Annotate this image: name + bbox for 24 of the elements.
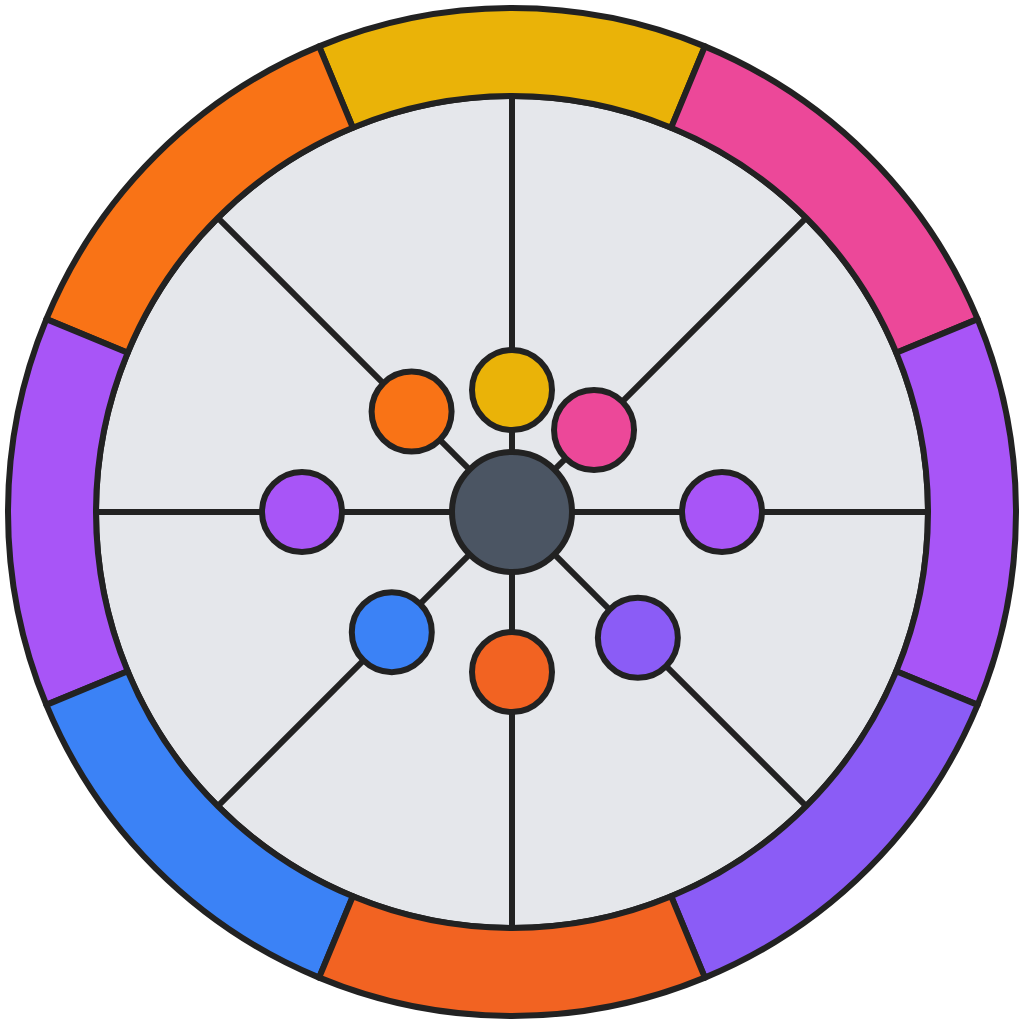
- spoke-line: [215, 215, 386, 386]
- ring-segment: [316, 5, 708, 131]
- spoke-line: [664, 664, 809, 809]
- spoke-line: [215, 658, 366, 809]
- ring-segment: [43, 43, 356, 356]
- spoke-line: [417, 552, 472, 607]
- spoke-line: [96, 509, 262, 515]
- spoke-line: [342, 509, 452, 515]
- ring-segment: [316, 893, 708, 1019]
- spoke-line: [509, 96, 515, 350]
- spoke-line: [509, 712, 515, 928]
- spoke-line: [552, 552, 612, 612]
- ring-segment: [43, 668, 356, 981]
- spoke-line: [509, 430, 515, 452]
- hub-circle: [449, 449, 575, 575]
- spoke-line: [620, 215, 809, 404]
- ring-segment: [668, 668, 981, 981]
- ring-segment: [668, 43, 981, 356]
- ring-segment: [5, 316, 131, 708]
- spoke-line: [509, 572, 515, 632]
- ring-segment: [893, 316, 1019, 708]
- spoke-line: [572, 509, 682, 515]
- spoke-line: [437, 437, 472, 472]
- spoke-line: [762, 509, 928, 515]
